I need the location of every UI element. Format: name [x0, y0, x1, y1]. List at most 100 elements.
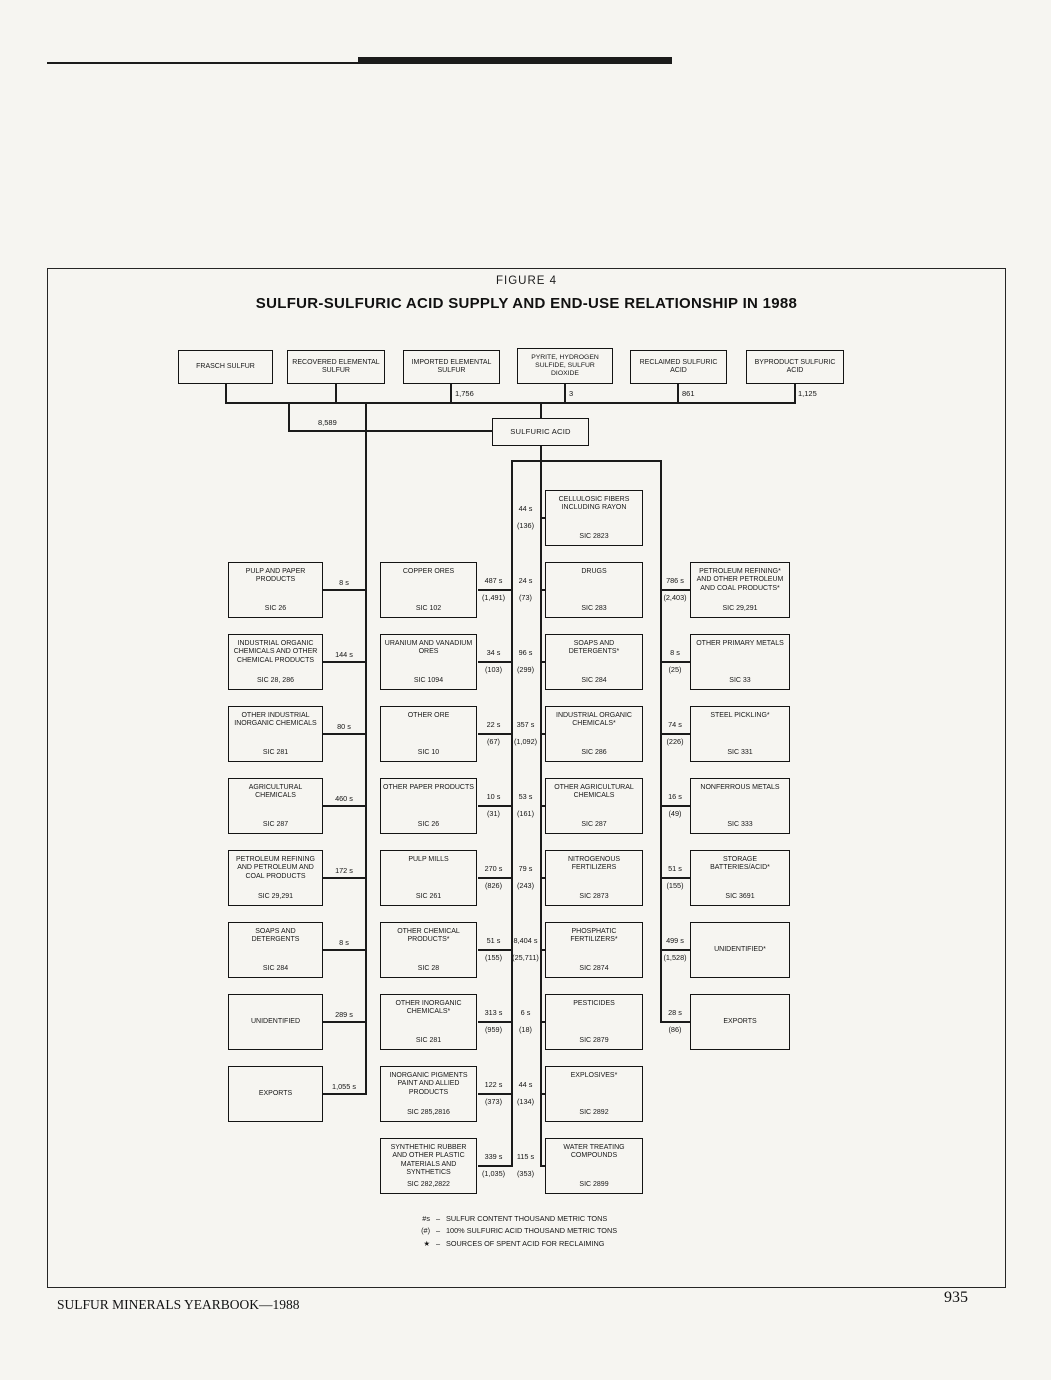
end-use-title: OTHER ORE — [407, 712, 450, 719]
sulfur-qty-label: 1,055 s — [332, 1082, 356, 1091]
end-use-box: OTHER CHEMICAL PRODUCTS* SIC 28 — [380, 922, 477, 978]
acid-qty-label: (1,528) — [663, 953, 687, 962]
end-use-title: INDUSTRIAL ORGANIC CHEMICALS AND OTHER C… — [233, 640, 318, 664]
acid-qty-label: (826) — [484, 881, 503, 890]
footer-text: SULFUR MINERALS YEARBOOK—1988 — [57, 1297, 300, 1312]
end-use-sic: SIC 333 — [727, 820, 753, 828]
acid-qty-label: (31) — [487, 809, 500, 818]
legend-symbol: (#) — [421, 1226, 430, 1236]
connector-stub — [477, 877, 511, 879]
sulfur-qty-label: 44 s — [518, 1080, 533, 1089]
connector-line — [564, 384, 566, 403]
end-use-title: PETROLEUM REFINING AND PETROLEUM AND COA… — [236, 856, 315, 880]
legend-text: 100% SULFURIC ACID THOUSAND METRIC TONS — [446, 1226, 618, 1236]
sulfur-qty-label: 51 s — [668, 864, 682, 873]
acid-qty-label: (103) — [484, 665, 503, 674]
end-use-title: PULP AND PAPER PRODUCTS — [245, 568, 306, 584]
end-use-box: STEEL PICKLING* SIC 331 — [690, 706, 790, 762]
end-use-title: INDUSTRIAL ORGANIC CHEMICALS* — [556, 712, 632, 728]
end-use-title: AGRICULTURAL CHEMICALS — [248, 784, 303, 800]
connector-stub — [661, 661, 690, 663]
top-rule-thin — [47, 62, 672, 64]
end-use-box: AGRICULTURAL CHEMICALS SIC 287 — [228, 778, 323, 834]
connector-stub — [477, 1093, 511, 1095]
end-use-title: OTHER INDUSTRIAL INORGANIC CHEMICALS — [234, 712, 317, 728]
end-use-sic: SIC 287 — [581, 820, 607, 828]
acid-qty-label: (226) — [666, 737, 684, 746]
legend: #s – SULFUR CONTENT THOUSAND METRIC TONS… — [408, 1215, 617, 1252]
end-use-sic: SIC 3691 — [725, 892, 755, 900]
connector-stub — [323, 589, 365, 591]
connector-stub — [323, 661, 365, 663]
flow-qty-reclaimed: 861 — [682, 389, 695, 398]
acid-qty-label: (25) — [668, 665, 682, 674]
acid-qty-label: (67) — [487, 737, 500, 746]
end-use-box: OTHER INORGANIC CHEMICALS* SIC 281 — [380, 994, 477, 1050]
source-title: BYPRODUCT SULFURIC ACID — [754, 358, 836, 374]
acid-qty-label: (73) — [519, 593, 532, 602]
flow-qty-byproduct: 1,125 — [798, 389, 817, 398]
end-use-box: URANIUM AND VANADIUM ORES SIC 1094 — [380, 634, 477, 690]
connector-stub — [541, 733, 546, 735]
acid-qty-label: (155) — [666, 881, 684, 890]
end-use-box: SYNTHETHIC RUBBER AND OTHER PLASTIC MATE… — [380, 1138, 477, 1194]
connector-line — [288, 430, 493, 432]
connector-stub — [661, 949, 690, 951]
end-use-title: CELLULOSIC FIBERS INCLUDING RAYON — [558, 496, 630, 512]
connector-stub — [661, 1021, 690, 1023]
connector-line — [660, 460, 662, 1023]
legend-dash: – — [435, 1214, 441, 1223]
sulfur-qty-label: 172 s — [335, 866, 353, 875]
acid-qty-label: (18) — [519, 1025, 532, 1034]
sulfur-qty-label: 499 s — [666, 936, 684, 945]
acid-qty-label: (373) — [484, 1097, 503, 1106]
acid-qty-label: (1,092) — [513, 737, 538, 746]
end-use-box: PETROLEUM REFINING AND PETROLEUM AND COA… — [228, 850, 323, 906]
end-use-box: OTHER ORE SIC 10 — [380, 706, 477, 762]
connector-line — [794, 384, 796, 403]
end-use-sic: SIC 285,2816 — [407, 1108, 450, 1116]
source-title: IMPORTED ELEMENTAL SULFUR — [411, 358, 492, 374]
end-use-title: DRUGS — [581, 568, 607, 575]
sulfur-qty-label: 8 s — [670, 648, 680, 657]
end-use-sic: SIC 26 — [417, 820, 440, 828]
connector-stub — [541, 589, 546, 591]
end-use-sic: SIC 284 — [581, 676, 607, 684]
connector-stub — [661, 733, 690, 735]
connector-stub — [541, 1021, 546, 1023]
source-title: RECLAIMED SULFURIC ACID — [639, 358, 718, 374]
sulfur-qty-label: 44 s — [518, 504, 533, 513]
end-use-box: DRUGS SIC 283 — [545, 562, 643, 618]
legend-text: SOURCES OF SPENT ACID FOR RECLAIMING — [446, 1238, 605, 1248]
end-use-box: PULP AND PAPER PRODUCTS SIC 26 — [228, 562, 323, 618]
end-use-box: EXPORTS — [228, 1066, 323, 1122]
end-use-sic: SIC 26 — [264, 604, 287, 612]
connector-stub — [323, 949, 365, 951]
end-use-box: INDUSTRIAL ORGANIC CHEMICALS* SIC 286 — [545, 706, 643, 762]
end-use-box: OTHER INDUSTRIAL INORGANIC CHEMICALS SIC… — [228, 706, 323, 762]
acid-qty-label: (161) — [516, 809, 535, 818]
end-use-title: UNIDENTIFIED — [251, 1018, 300, 1026]
source-box-reclaimed-sulfuric-acid: RECLAIMED SULFURIC ACID — [630, 350, 727, 384]
connector-stub — [477, 949, 511, 951]
end-use-sic: SIC 2873 — [579, 892, 609, 900]
acid-qty-label: (155) — [484, 953, 503, 962]
end-use-sic: SIC 261 — [415, 892, 442, 900]
sulfur-qty-label: 51 s — [486, 936, 501, 945]
sulfur-qty-label: 270 s — [484, 864, 503, 873]
end-use-title: UNIDENTIFIED* — [714, 946, 766, 954]
sulfur-qty-label: 8 s — [339, 578, 349, 587]
connector-line — [225, 384, 227, 403]
end-use-title: INORGANIC PIGMENTS PAINT AND ALLIED PROD… — [389, 1072, 468, 1096]
acid-qty-label: (2,403) — [663, 593, 687, 602]
sulfur-qty-label: 28 s — [668, 1008, 682, 1017]
sulfur-qty-label: 74 s — [668, 720, 682, 729]
sulfur-qty-label: 22 s — [486, 720, 501, 729]
end-use-sic: SIC 286 — [581, 748, 607, 756]
end-use-title: COPPER ORES — [402, 568, 455, 575]
source-title: FRASCH SULFUR — [196, 362, 255, 370]
end-use-title: OTHER PRIMARY METALS — [696, 640, 784, 647]
connector-stub — [541, 1165, 546, 1167]
sulfur-qty-label: 8,404 s — [513, 936, 538, 945]
legend-row-spent-acid: ★ – SOURCES OF SPENT ACID FOR RECLAIMING — [408, 1238, 617, 1248]
